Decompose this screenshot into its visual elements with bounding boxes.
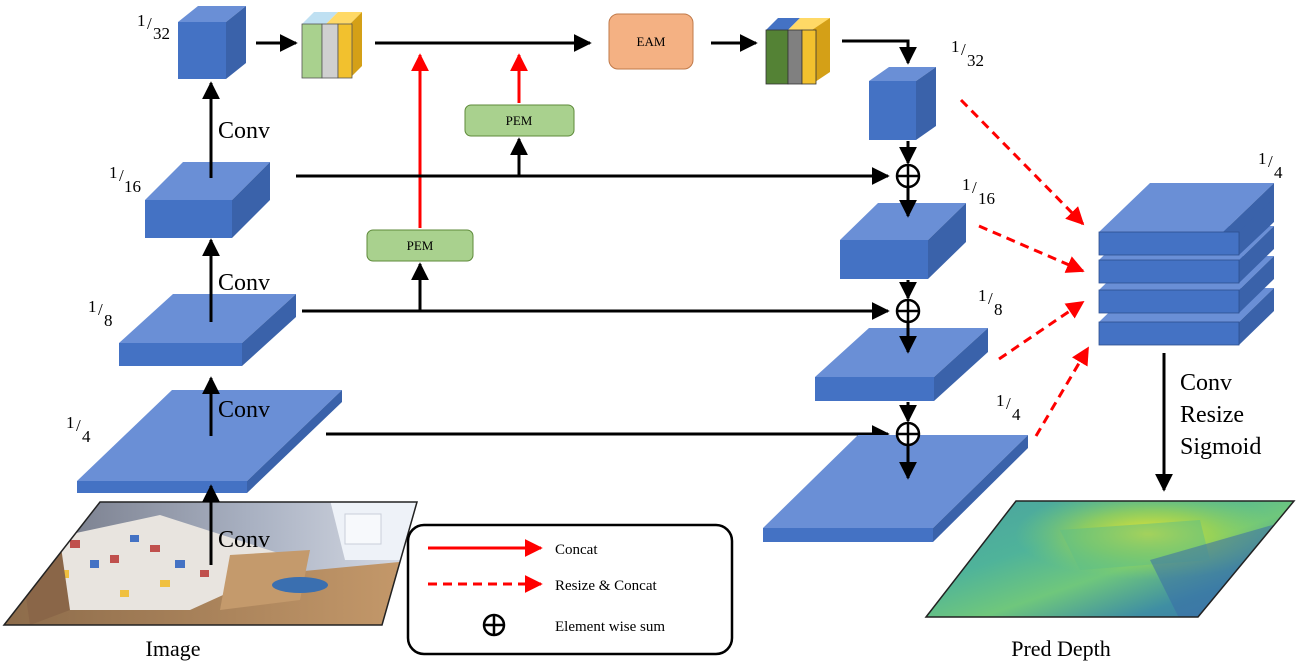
svg-text:PEM: PEM: [407, 238, 434, 253]
svg-text:4: 4: [82, 427, 91, 446]
svg-text:1: 1: [88, 297, 97, 316]
svg-text:4: 4: [1012, 405, 1021, 424]
legend-concat-label: Concat: [555, 542, 598, 558]
svg-text:/: /: [988, 289, 993, 308]
scale-label-dec-4: 1 / 4: [996, 391, 1021, 424]
legend-sum-icon: [482, 613, 506, 637]
caption-pred-depth: Pred Depth: [1011, 636, 1111, 661]
concat-features-output: [765, 18, 830, 85]
stacked-layer-1: [1098, 183, 1274, 256]
encoder-block-1-16: [145, 162, 270, 238]
svg-text:1: 1: [137, 11, 146, 30]
svg-text:/: /: [119, 166, 124, 185]
eam-module: EAM: [608, 13, 694, 70]
head-label-sigmoid: Sigmoid: [1180, 434, 1261, 460]
svg-text:4: 4: [1274, 163, 1283, 182]
scale-label-enc-8: 1 / 8: [88, 297, 113, 330]
legend: Concat Resize & Concat Element wise sum: [406, 523, 734, 656]
arrow-concat-to-decoder: [842, 39, 917, 65]
svg-text:16: 16: [978, 189, 995, 208]
concat-features-input: [301, 12, 362, 79]
svg-text:1: 1: [978, 286, 987, 305]
scale-label-dec-32: 1 / 32: [951, 37, 984, 70]
stacked-features: [1098, 183, 1274, 346]
svg-text:/: /: [98, 300, 103, 319]
svg-text:/: /: [961, 40, 966, 59]
resize-arrow-16: [978, 224, 1085, 273]
decoder-block-1-16: [840, 203, 966, 279]
svg-text:1: 1: [1258, 149, 1267, 168]
svg-text:32: 32: [967, 51, 984, 70]
legend-resize-concat-label: Resize & Concat: [555, 578, 657, 594]
conv-label-4-8: Conv: [218, 397, 270, 423]
svg-text:8: 8: [994, 300, 1003, 319]
sum-node-8: [895, 298, 921, 324]
resize-concat-arrows: [959, 98, 1090, 437]
svg-text:/: /: [147, 14, 152, 33]
scale-label-stack-4: 1 / 4: [1258, 149, 1283, 182]
svg-text:EAM: EAM: [637, 34, 666, 49]
svg-text:16: 16: [124, 177, 141, 196]
head-label-resize: Resize: [1180, 402, 1244, 428]
svg-text:/: /: [1268, 152, 1273, 171]
svg-text:/: /: [76, 416, 81, 435]
svg-text:32: 32: [153, 24, 170, 43]
pem-module-upper: PEM: [464, 104, 575, 137]
encoder-block-1-8: [119, 294, 296, 366]
resize-arrow-8: [998, 300, 1085, 361]
resize-arrow-4: [1034, 346, 1090, 437]
conv-label-img-4: Conv: [218, 527, 270, 553]
conv-label-16-32: Conv: [218, 118, 270, 144]
legend-sum-label: Element wise sum: [555, 619, 665, 635]
decoder-block-1-8: [815, 328, 988, 401]
svg-text:8: 8: [104, 311, 113, 330]
pem-module-lower: PEM: [366, 229, 474, 262]
depth-map-output: [924, 500, 1296, 618]
svg-text:1: 1: [962, 175, 971, 194]
svg-text:1: 1: [109, 163, 118, 182]
head-label-conv: Conv: [1180, 370, 1232, 396]
decoder-block-1-32: [869, 67, 936, 140]
scale-label-enc-32: 1 / 32: [137, 11, 170, 43]
conv-label-8-16: Conv: [218, 270, 270, 296]
scale-label-enc-16: 1 / 16: [109, 163, 141, 196]
caption-input-image: Image: [146, 636, 201, 661]
scale-label-enc-4: 1 / 4: [66, 413, 91, 446]
svg-text:1: 1: [951, 37, 960, 56]
svg-text:1: 1: [66, 413, 75, 432]
sum-node-4: [895, 421, 921, 447]
svg-text:/: /: [972, 178, 977, 197]
svg-text:/: /: [1006, 394, 1011, 413]
svg-text:PEM: PEM: [506, 113, 533, 128]
decoder-block-1-4: [763, 435, 1028, 542]
scale-label-dec-8: 1 / 8: [978, 286, 1003, 319]
scale-label-dec-16: 1 / 16: [962, 175, 995, 208]
encoder-block-1-32: [178, 6, 246, 79]
sum-node-16: [895, 163, 921, 189]
svg-text:1: 1: [996, 391, 1005, 410]
